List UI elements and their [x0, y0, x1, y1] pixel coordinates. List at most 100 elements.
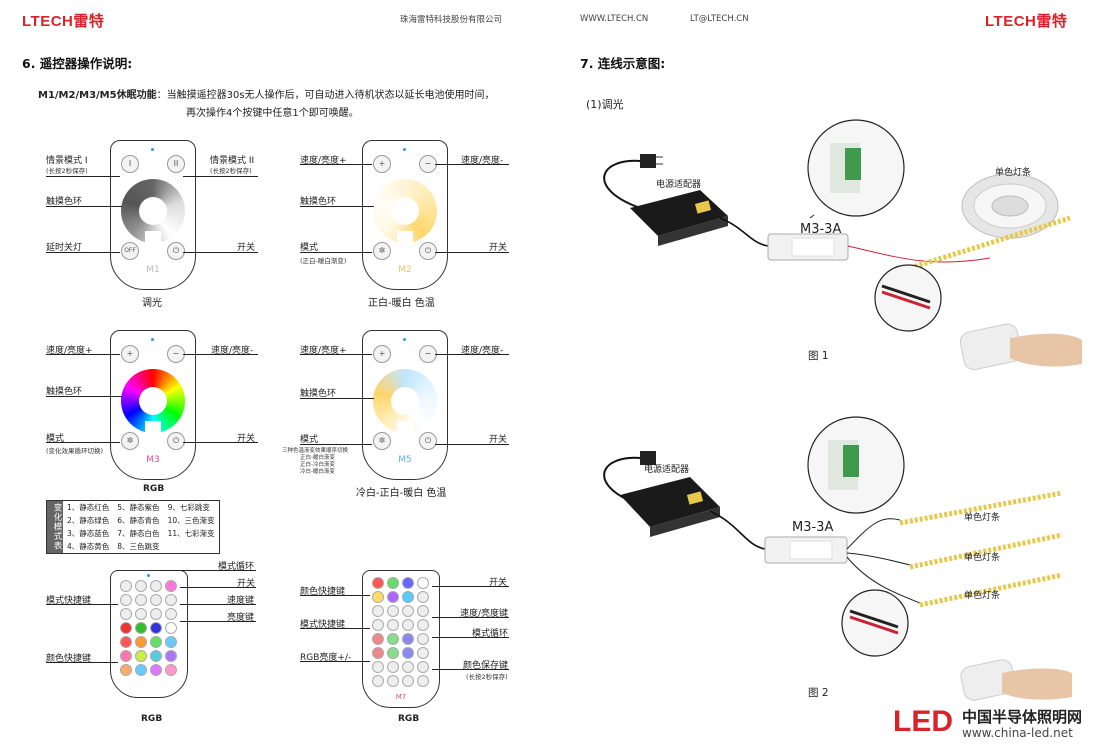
remote-key[interactable] — [372, 647, 384, 659]
remote-key[interactable] — [120, 594, 132, 606]
remote-key[interactable] — [387, 661, 399, 673]
label-plus: 速度/亮度+ — [300, 346, 347, 356]
remote-key[interactable] — [165, 664, 177, 676]
remote-key[interactable] — [387, 633, 399, 645]
remote-key[interactable] — [402, 633, 414, 645]
remote-key[interactable] — [165, 650, 177, 662]
remote-key[interactable] — [120, 664, 132, 676]
remote-key[interactable] — [150, 580, 162, 592]
remote-key[interactable] — [372, 591, 384, 603]
remote-key[interactable] — [372, 619, 384, 631]
plus-button[interactable]: + — [373, 155, 391, 173]
remote-key[interactable] — [150, 608, 162, 620]
scene-1-button[interactable]: I — [121, 155, 139, 173]
remote-key[interactable] — [120, 608, 132, 620]
plus-button[interactable]: + — [121, 345, 139, 363]
remote-key[interactable] — [150, 664, 162, 676]
remote-key[interactable] — [135, 622, 147, 634]
remote-key[interactable] — [417, 647, 429, 659]
wire-zoom-icon — [841, 589, 909, 657]
mode-button[interactable]: ✲ — [373, 242, 391, 260]
remote-key[interactable] — [135, 608, 147, 620]
remote-key[interactable] — [165, 580, 177, 592]
minus-button[interactable]: − — [167, 345, 185, 363]
touch-ring[interactable] — [373, 369, 437, 435]
remote-key[interactable] — [402, 619, 414, 631]
remote-key[interactable] — [402, 661, 414, 673]
website-link[interactable]: WWW.LTECH.CN — [580, 14, 649, 24]
remote-key[interactable] — [165, 622, 177, 634]
label-touch-ring: 触摸色环 — [300, 389, 337, 399]
remote-key[interactable] — [387, 647, 399, 659]
remote-key[interactable] — [165, 594, 177, 606]
fig1-label-adapter: 电源适配器 — [656, 180, 702, 190]
remote-key[interactable] — [387, 605, 399, 617]
remote-key[interactable] — [387, 619, 399, 631]
power-button[interactable]: ⏻ — [167, 432, 185, 450]
label-power: 开关 — [237, 434, 256, 444]
touch-ring[interactable] — [121, 179, 185, 245]
remote-key[interactable] — [120, 650, 132, 662]
remote-key[interactable] — [387, 591, 399, 603]
label-mode-cycle: 模式循环 — [472, 629, 509, 639]
remote-key[interactable] — [135, 664, 147, 676]
remote-key[interactable] — [372, 577, 384, 589]
remote-key[interactable] — [387, 675, 399, 687]
remote-key[interactable] — [402, 675, 414, 687]
email-link[interactable]: LT@LTECH.CN — [690, 14, 749, 24]
label-mode: 模式 — [46, 434, 65, 444]
remote-key[interactable] — [135, 650, 147, 662]
mode-button[interactable]: ✲ — [373, 432, 391, 450]
watermark-url[interactable]: www.china-led.net — [962, 726, 1073, 740]
remote-key[interactable] — [165, 608, 177, 620]
label-color-save-sub: (长按2秒保存) — [466, 673, 508, 681]
remote-key[interactable] — [417, 675, 429, 687]
remote-key[interactable] — [417, 577, 429, 589]
touch-ring[interactable] — [373, 179, 437, 245]
plus-button[interactable]: + — [373, 345, 391, 363]
led-indicator — [151, 148, 154, 151]
label-power: 开关 — [237, 243, 256, 253]
label-color-save: 颜色保存键 — [463, 661, 509, 671]
label-plus: 速度/亮度+ — [300, 156, 347, 166]
remote-key[interactable] — [417, 661, 429, 673]
remote-key[interactable] — [387, 577, 399, 589]
remote-key[interactable] — [417, 619, 429, 631]
remote-key[interactable] — [120, 580, 132, 592]
remote-key[interactable] — [372, 675, 384, 687]
remote-key[interactable] — [135, 594, 147, 606]
remote-key[interactable] — [150, 594, 162, 606]
m5-remote: + − ✲ ⏻ M5 — [362, 330, 448, 480]
remote-key[interactable] — [402, 647, 414, 659]
minus-button[interactable]: − — [419, 155, 437, 173]
label-touch-ring: 触摸色环 — [300, 197, 337, 207]
remote-key[interactable] — [372, 633, 384, 645]
remote-key[interactable] — [417, 591, 429, 603]
scene-2-button[interactable]: II — [167, 155, 185, 173]
power-button[interactable]: ⏻ — [419, 432, 437, 450]
remote-key[interactable] — [372, 605, 384, 617]
watermark-cn: 中国半导体照明网 — [962, 708, 1083, 726]
remote-key[interactable] — [402, 591, 414, 603]
remote-key[interactable] — [120, 622, 132, 634]
remote-key[interactable] — [417, 605, 429, 617]
remote-key[interactable] — [417, 633, 429, 645]
touch-ring[interactable] — [121, 369, 185, 435]
power-button[interactable]: ⏻ — [167, 242, 185, 260]
remote-key[interactable] — [372, 661, 384, 673]
remote-key[interactable] — [150, 650, 162, 662]
remote-key[interactable] — [402, 577, 414, 589]
mode-button[interactable]: ✲ — [121, 432, 139, 450]
remote-key[interactable] — [135, 580, 147, 592]
label-mode-sub-3: 正白-冷白渐变 — [300, 462, 335, 468]
company-name: 珠海雷特科技股份有限公司 — [400, 15, 503, 25]
remote-key[interactable] — [402, 605, 414, 617]
power-button[interactable]: ⏻ — [419, 242, 437, 260]
delay-off-button[interactable]: OFF — [121, 242, 139, 260]
remote-key[interactable] — [120, 636, 132, 648]
remote-key[interactable] — [150, 622, 162, 634]
remote-key[interactable] — [135, 636, 147, 648]
remote-key[interactable] — [165, 636, 177, 648]
remote-key[interactable] — [150, 636, 162, 648]
